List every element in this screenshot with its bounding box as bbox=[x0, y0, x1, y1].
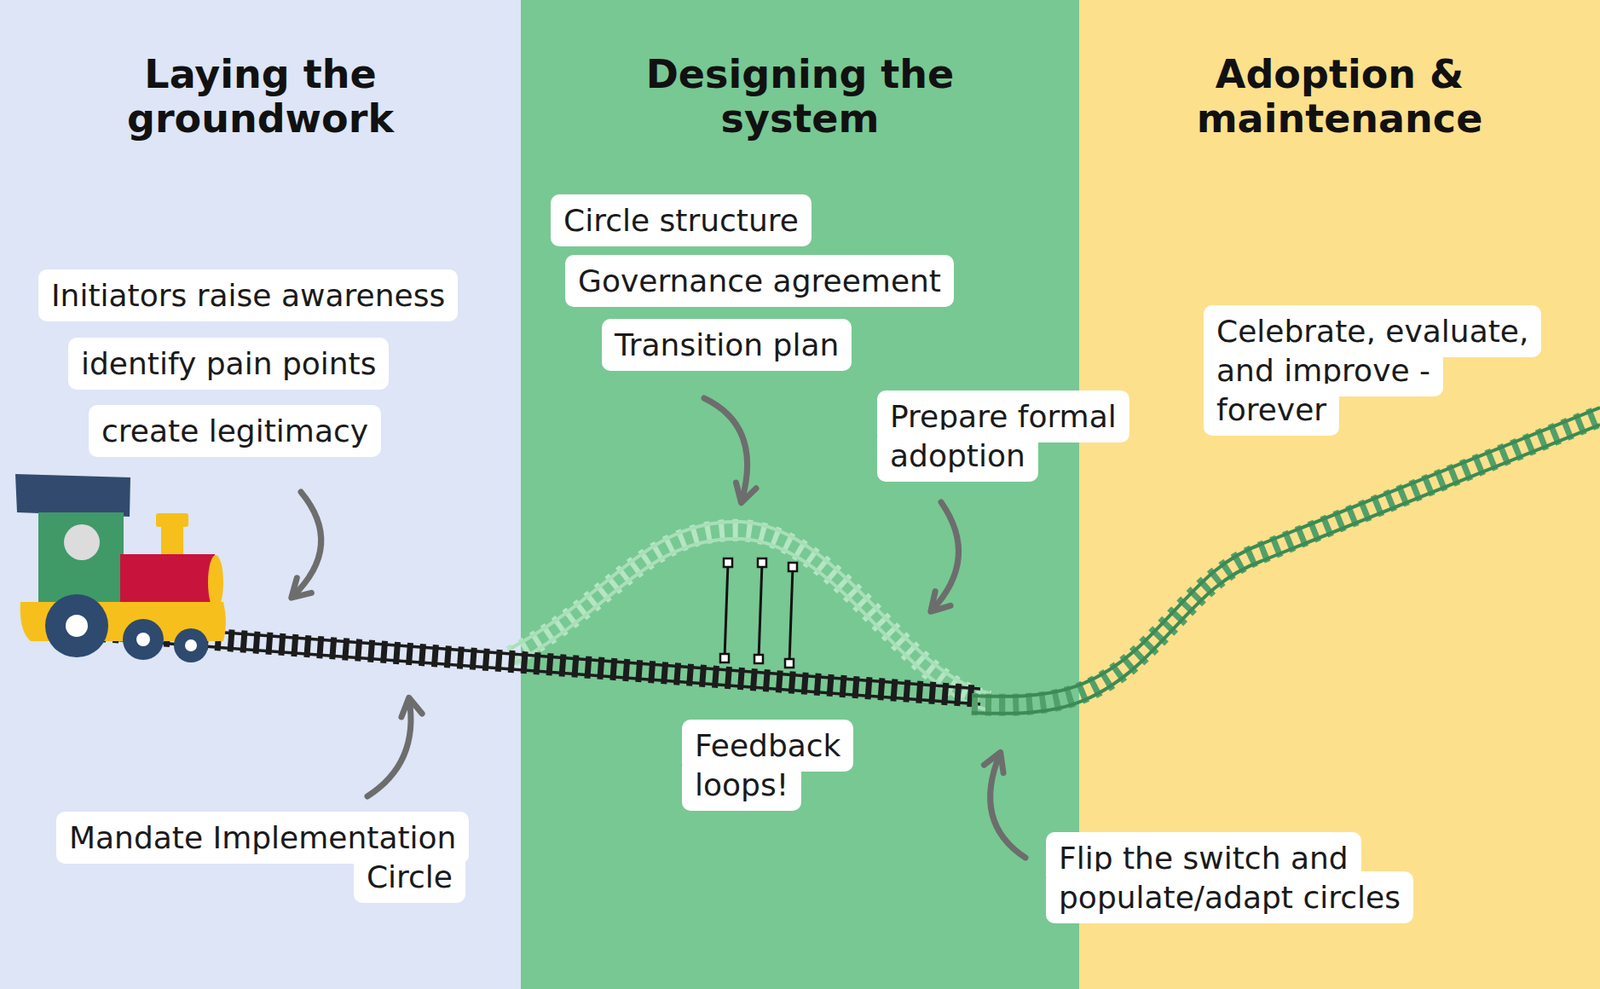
label-box: Governance agreement bbox=[565, 261, 954, 301]
label-box: identify pain points bbox=[68, 344, 389, 384]
label-box: Circle structure bbox=[550, 201, 812, 241]
label-text: Celebrate, evaluate, and improve - forev… bbox=[1203, 305, 1542, 436]
label-text: Prepare formal adoption bbox=[877, 390, 1130, 482]
label-text: Transition plan bbox=[601, 318, 852, 371]
label-box: Mandate Implementation Circle bbox=[56, 818, 466, 897]
label-box: Prepare formal adoption bbox=[877, 397, 1185, 476]
label-box: Initiators raise awareness bbox=[38, 276, 458, 316]
phase-title: Laying the groundwork bbox=[73, 52, 449, 141]
label-box: Transition plan bbox=[601, 325, 852, 365]
phase-title: Adoption & maintenance bbox=[1152, 52, 1528, 141]
label-text: Circle structure bbox=[550, 194, 812, 247]
phase-band: Laying the groundworkInitiators raise aw… bbox=[0, 0, 521, 989]
label-text: create legitimacy bbox=[88, 404, 382, 457]
label-box: Celebrate, evaluate, and improve - forev… bbox=[1203, 311, 1554, 430]
label-box: Flip the switch and populate/adapt circl… bbox=[1045, 838, 1447, 918]
label-box: create legitimacy bbox=[88, 411, 382, 451]
label-text: Mandate Implementation Circle bbox=[56, 811, 469, 903]
label-box: Feedback loops! bbox=[681, 726, 896, 805]
label-text: Feedback loops! bbox=[681, 719, 854, 811]
label-text: Governance agreement bbox=[565, 254, 954, 307]
phase-band: Designing the systemCircle structureGove… bbox=[520, 0, 1080, 989]
label-text: Flip the switch and populate/adapt circl… bbox=[1045, 831, 1414, 924]
phase-title: Designing the system bbox=[612, 52, 988, 141]
label-text: Initiators raise awareness bbox=[38, 269, 458, 322]
phase-band: Adoption & maintenanceCelebrate, evaluat… bbox=[1079, 0, 1600, 989]
label-text: identify pain points bbox=[68, 337, 389, 390]
